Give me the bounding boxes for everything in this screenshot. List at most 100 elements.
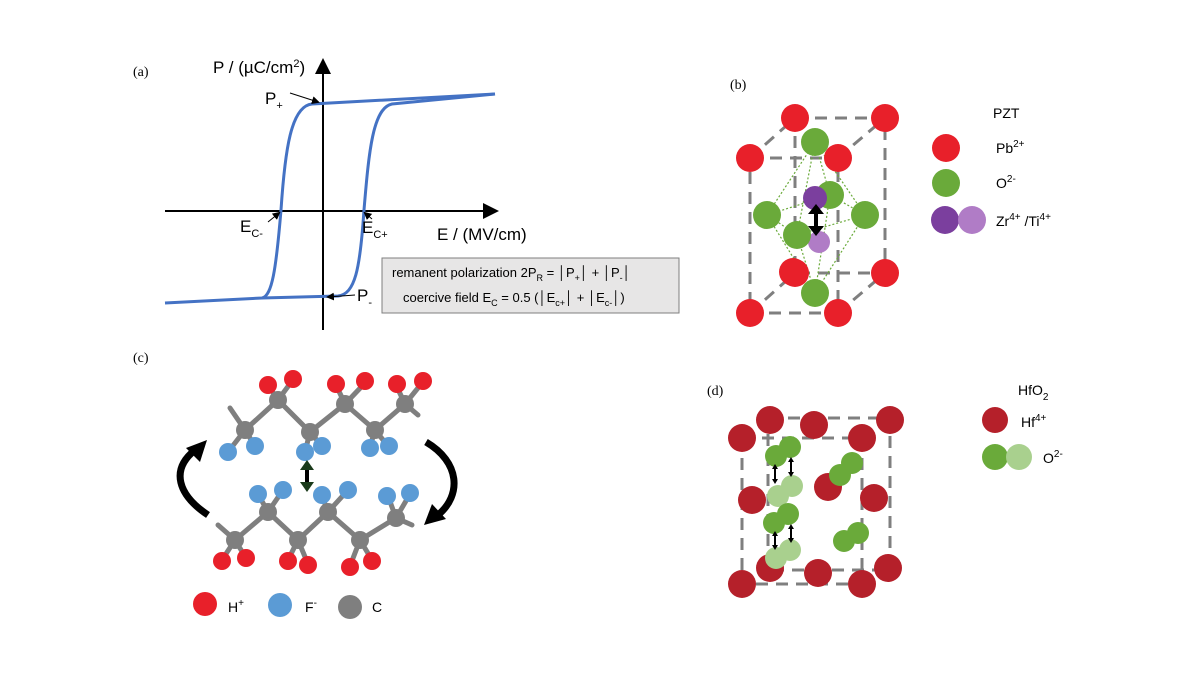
pzt-title: PZT: [993, 105, 1020, 121]
legend-zr-swatch: [931, 206, 959, 234]
fluorine-atom: [361, 439, 379, 457]
y-axis-title: P / (µC/cm2): [213, 58, 305, 77]
o-ion: [851, 201, 879, 229]
carbon-atom: [319, 503, 337, 521]
formula-box: [381, 257, 680, 314]
p-plus-label: P+: [265, 89, 283, 112]
legend-hf-swatch: [982, 407, 1008, 433]
o-ion: [801, 128, 829, 156]
hf-ion: [738, 486, 766, 514]
hf-ion: [728, 424, 756, 452]
legend-o-label: O2-: [1043, 449, 1063, 466]
hf-ion: [874, 554, 902, 582]
hydrogen-atom: [414, 372, 432, 390]
ec-plus-label: EC+: [362, 218, 388, 241]
carbon-atom: [289, 531, 307, 549]
legend-zr-ti-label: Zr4+ /Ti4+: [996, 212, 1051, 229]
carbon-atom: [396, 395, 414, 413]
pb-ion: [871, 104, 899, 132]
rotation-arrow-right-icon: [424, 438, 458, 525]
pb-ion: [781, 104, 809, 132]
fluorine-atom: [313, 437, 331, 455]
fluorine-atom: [246, 437, 264, 455]
pb-ion: [824, 299, 852, 327]
pb-ion: [736, 144, 764, 172]
o-ion: [753, 201, 781, 229]
ec-minus-label: EC-: [240, 217, 263, 240]
hydrogen-atom: [356, 372, 374, 390]
legend-c-swatch: [338, 595, 362, 619]
hf-ion: [876, 406, 904, 434]
fluorine-atom: [296, 443, 314, 461]
panel-a-label: (a): [133, 65, 149, 80]
hf-ion: [728, 570, 756, 598]
pb-ion: [779, 258, 807, 286]
panel-b: (b): [730, 78, 1051, 327]
legend-hf-label: Hf4+: [1021, 413, 1047, 430]
carbon-atom: [336, 395, 354, 413]
o-shift-arrows-icon: [772, 457, 794, 550]
carbon-atom: [269, 391, 287, 409]
fluorine-atom: [401, 484, 419, 502]
o-ion: [833, 530, 855, 552]
hydrogen-atom: [299, 556, 317, 574]
o-light-ion: [767, 485, 789, 507]
hf-ion: [756, 406, 784, 434]
hfo2-title: HfO2: [1018, 382, 1049, 403]
pb-ion: [871, 259, 899, 287]
fluorine-atom: [219, 443, 237, 461]
fluorine-atom: [380, 437, 398, 455]
p-plus-pointer: [289, 92, 320, 104]
legend-pb-swatch: [932, 134, 960, 162]
o-light-ion: [765, 547, 787, 569]
legend-f-swatch: [268, 593, 292, 617]
p-minus-pointer: [326, 292, 356, 301]
hydrogen-atom: [213, 552, 231, 570]
hf-ion: [848, 424, 876, 452]
ec-plus-pointer: [363, 211, 373, 220]
legend-o-dark-swatch: [982, 444, 1008, 470]
carbon-atom: [259, 503, 277, 521]
ti-ion: [808, 231, 830, 253]
carbon-atom: [387, 509, 405, 527]
legend-o-swatch: [932, 169, 960, 197]
panel-d-label: (d): [707, 384, 724, 399]
o-ion: [765, 445, 787, 467]
hysteresis-lower-branch: [261, 92, 496, 300]
carbon-atom: [351, 531, 369, 549]
hysteresis-upper-branch: [164, 92, 496, 305]
hydrogen-atom: [279, 552, 297, 570]
panel-c: (c): [133, 351, 458, 619]
ec-minus-pointer: [267, 211, 281, 223]
o-ion: [829, 464, 851, 486]
fluorine-atom: [274, 481, 292, 499]
hydrogen-atom: [237, 549, 255, 567]
fluorine-atom: [339, 481, 357, 499]
pb-ion: [824, 144, 852, 172]
legend-h-label: H+: [228, 598, 244, 615]
pb-ion: [736, 299, 764, 327]
legend-pb-label: Pb2+: [996, 139, 1025, 156]
legend-o-light-swatch: [1006, 444, 1032, 470]
hydrogen-atom: [341, 558, 359, 576]
p-minus-label: P-: [357, 286, 372, 309]
hydrogen-atom: [259, 376, 277, 394]
formula-coercive: coercive field EC = 0.5 (│Ec+│ + │Ec-│): [403, 290, 625, 308]
fluorine-atom: [249, 485, 267, 503]
hydrogen-atom: [388, 375, 406, 393]
fluorine-atom: [378, 487, 396, 505]
o-ion: [801, 279, 829, 307]
legend-c-label: C: [372, 599, 382, 615]
rotation-arrow-left-icon: [176, 440, 210, 518]
dipole-flip-arrow-icon: [300, 460, 314, 492]
carbon-atom: [301, 423, 319, 441]
formula-remanent: remanent polarization 2PR = │P+│ + │P-│: [392, 265, 631, 283]
displacement-arrow-icon: [808, 204, 824, 236]
o-ion: [763, 512, 785, 534]
legend-ti-swatch: [958, 206, 986, 234]
hf-ion: [800, 411, 828, 439]
hydrogen-atom: [327, 375, 345, 393]
carbon-atom: [366, 421, 384, 439]
carbon-atom: [236, 421, 254, 439]
